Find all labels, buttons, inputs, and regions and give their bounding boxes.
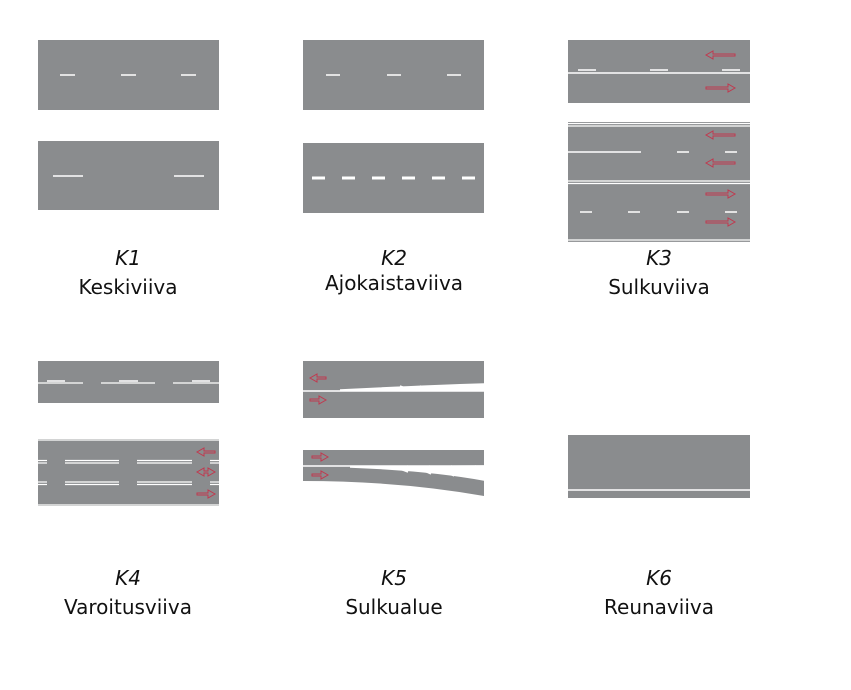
double-arrow-icon	[195, 467, 217, 477]
k4-road-top	[38, 361, 219, 403]
left-arrow-icon	[308, 373, 327, 383]
k6-name: Reunaviiva	[604, 595, 714, 619]
k5-stripe	[439, 385, 451, 391]
k4-label: K4 Varoitusviiva	[28, 566, 228, 619]
arrow-shape	[196, 489, 217, 499]
left-arrow-icon	[195, 447, 216, 457]
k3-label: K3 Sulkuviiva	[559, 246, 759, 299]
arrow-shape	[195, 447, 216, 457]
arrow-shape	[704, 130, 736, 140]
k6-label: K6 Reunaviiva	[559, 566, 759, 619]
k4-road-bottom	[38, 439, 219, 506]
right-arrow-icon	[705, 83, 737, 93]
k3-code: K3	[646, 246, 672, 270]
k6-code: K6	[646, 566, 672, 590]
k4-code: K4	[115, 566, 141, 590]
arrow-shape	[311, 452, 330, 462]
right-arrow-icon	[705, 217, 737, 227]
k2-road-bottom	[303, 143, 484, 213]
arrow-shape	[704, 158, 736, 168]
arrow-shape	[195, 467, 217, 477]
k5-label: K5 Sulkualue	[294, 566, 494, 619]
k4-name: Varoitusviiva	[64, 595, 192, 619]
right-arrow-icon	[311, 470, 330, 480]
k5-closed-area-bottom	[349, 465, 485, 481]
right-arrow-icon	[309, 395, 328, 405]
arrow-shape	[704, 50, 736, 60]
k5-stripe	[459, 385, 471, 391]
k5-stripe	[419, 385, 431, 391]
arrow-shape	[705, 217, 737, 227]
k3-name: Sulkuviiva	[608, 275, 710, 299]
k5-chevron	[397, 465, 409, 473]
k2-name: Ajokaistaviiva	[324, 271, 464, 295]
arrow-shape	[308, 373, 327, 383]
right-arrow-icon	[311, 452, 330, 462]
k5-chevron	[437, 465, 455, 477]
right-arrow-icon	[196, 489, 217, 499]
k5-code: K5	[381, 566, 407, 590]
k1-label: K1 Keskiviiva	[28, 246, 228, 299]
k5-road-bottom	[303, 450, 484, 496]
k1-name: Keskiviiva	[78, 275, 178, 299]
k2-code: K2	[381, 246, 407, 270]
arrow-shape	[309, 395, 328, 405]
k6-road	[568, 435, 750, 498]
k1-code: K1	[115, 246, 141, 270]
arrow-shape	[311, 470, 330, 480]
k5-chevron	[459, 465, 480, 479]
right-arrow-icon	[705, 189, 737, 199]
arrow-shape	[705, 83, 737, 93]
k3-road-bottom	[568, 122, 750, 243]
left-arrow-icon	[704, 130, 736, 140]
k2-label: K2 Ajokaistaviiva	[294, 246, 494, 295]
k5-chevron	[417, 465, 432, 475]
k5-stripe	[399, 385, 411, 391]
k3-road-top	[568, 40, 750, 103]
left-arrow-icon	[704, 158, 736, 168]
left-arrow-icon	[704, 50, 736, 60]
k5-name: Sulkualue	[345, 595, 443, 619]
arrow-shape	[705, 189, 737, 199]
